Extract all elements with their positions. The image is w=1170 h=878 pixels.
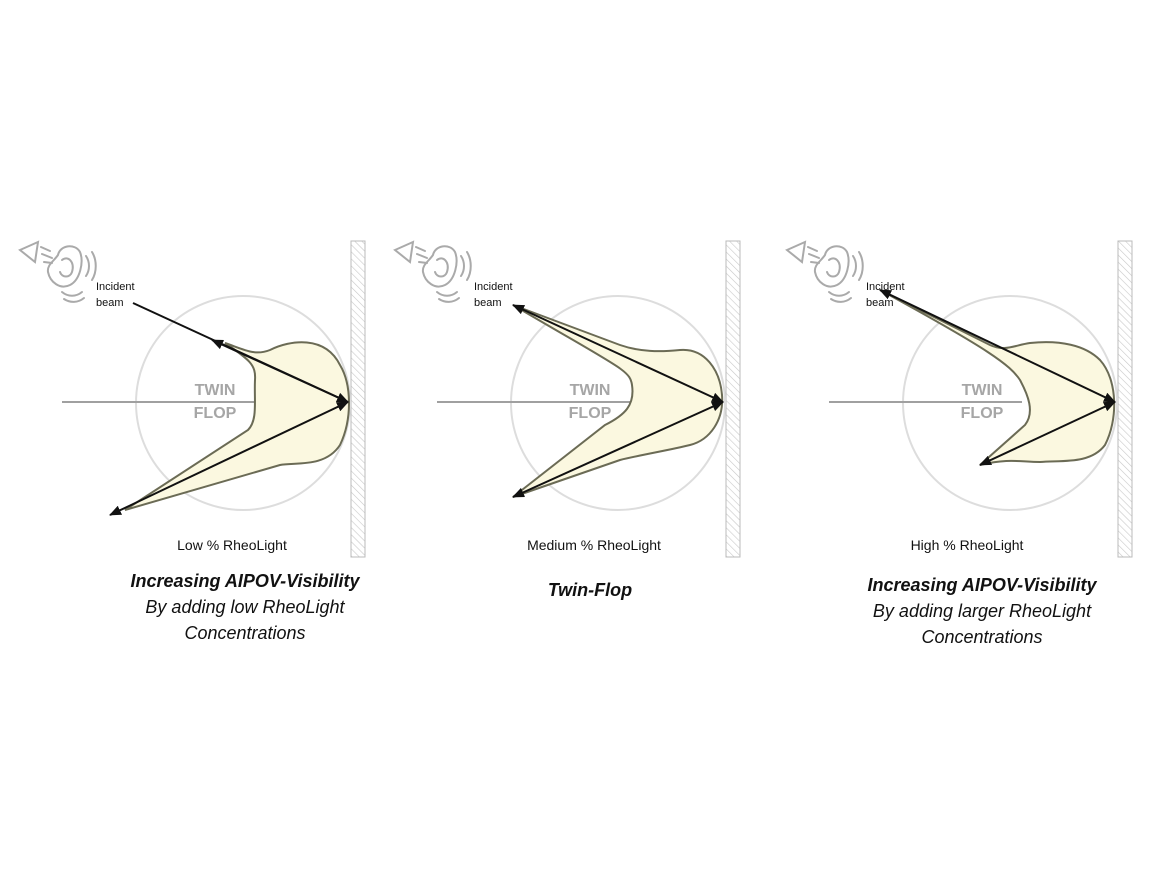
emission-waves bbox=[460, 251, 472, 281]
title-high-line1: By adding larger RheoLight bbox=[872, 601, 1092, 621]
lamp-body bbox=[46, 245, 83, 288]
title-high-heading: Increasing AIPOV-Visibility bbox=[867, 575, 1097, 595]
twin-label: TWIN bbox=[570, 382, 611, 399]
incident-beam-arrow bbox=[512, 304, 724, 403]
panel-2: TWIN FLOP Incident beam bbox=[785, 240, 1133, 558]
light-rays bbox=[807, 246, 820, 264]
wall bbox=[350, 240, 366, 558]
lamp-inner bbox=[59, 257, 74, 278]
title-high-line2: Concentrations bbox=[921, 627, 1043, 647]
incident-beam-arrow bbox=[879, 289, 1116, 403]
lamp-inner bbox=[434, 257, 449, 278]
incident-label-line2: beam bbox=[96, 297, 124, 309]
reflected-arrow-lower bbox=[109, 401, 349, 516]
reflected-arrow-upper bbox=[211, 339, 349, 403]
emission-waves bbox=[852, 251, 864, 281]
panel-1: TWIN FLOP Incident beam bbox=[393, 240, 741, 558]
light-source-icon bbox=[785, 240, 864, 303]
light-source-icon bbox=[393, 240, 472, 303]
reflected-arrow-lower bbox=[512, 401, 724, 498]
emission-waves-lower bbox=[436, 291, 460, 303]
title-high: Increasing AIPOV-Visibility By adding la… bbox=[832, 572, 1132, 650]
scatter-lobe bbox=[879, 289, 1116, 466]
title-low-line2: Concentrations bbox=[184, 623, 306, 643]
incident-label-line1: Incident bbox=[96, 281, 135, 293]
emission-waves-lower bbox=[61, 291, 85, 303]
caption-high: High % RheoLight bbox=[910, 537, 1024, 553]
title-medium: Twin-Flop bbox=[440, 577, 740, 603]
caption-low: Low % RheoLight bbox=[177, 537, 287, 553]
incident-label-line2: beam bbox=[474, 297, 502, 309]
twin-label: TWIN bbox=[195, 382, 236, 399]
reflected-arrow-lower bbox=[979, 401, 1116, 466]
flop-label: FLOP bbox=[569, 405, 612, 422]
scatter-lobe bbox=[124, 341, 350, 511]
incident-label-line1: Incident bbox=[866, 281, 905, 293]
cone-shape bbox=[393, 240, 415, 264]
emission-waves-lower bbox=[828, 291, 852, 303]
title-medium-heading: Twin-Flop bbox=[547, 580, 633, 600]
title-low-heading: Increasing AIPOV-Visibility bbox=[130, 571, 360, 591]
lamp-body bbox=[813, 245, 850, 288]
panel-0: TWIN FLOP Incident beam bbox=[18, 240, 366, 558]
twin-label: TWIN bbox=[962, 382, 1003, 399]
lamp-body bbox=[421, 245, 458, 288]
title-low-line1: By adding low RheoLight bbox=[145, 597, 345, 617]
incident-label-line2: beam bbox=[866, 297, 894, 309]
flop-label: FLOP bbox=[194, 405, 237, 422]
light-rays bbox=[415, 246, 428, 264]
wall bbox=[725, 240, 741, 558]
cone-shape bbox=[785, 240, 807, 264]
light-rays bbox=[40, 246, 53, 264]
light-source-icon bbox=[18, 240, 97, 303]
caption-medium: Medium % RheoLight bbox=[527, 537, 661, 553]
wall bbox=[1117, 240, 1133, 558]
cone-shape bbox=[18, 240, 40, 264]
incident-label-line1: Incident bbox=[474, 281, 513, 293]
lamp-inner bbox=[826, 257, 841, 278]
emission-waves bbox=[85, 251, 97, 281]
flop-label: FLOP bbox=[961, 405, 1004, 422]
title-low: Increasing AIPOV-Visibility By adding lo… bbox=[95, 568, 395, 646]
